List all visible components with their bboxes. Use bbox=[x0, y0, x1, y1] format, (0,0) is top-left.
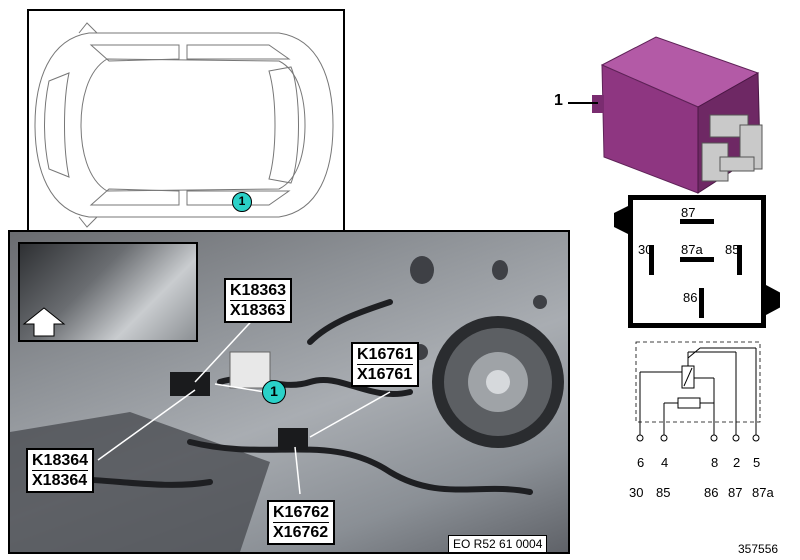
pinout-tab-left bbox=[614, 206, 628, 234]
pin-name-86: 86 bbox=[704, 485, 719, 500]
terminal-number-4: 4 bbox=[661, 455, 669, 470]
vehicle-outline bbox=[34, 22, 334, 228]
location-callout-1: 1 bbox=[232, 192, 252, 212]
label-x18364: X18364 bbox=[32, 470, 89, 489]
part-leader-line bbox=[568, 102, 598, 104]
label-k16762: K16762 bbox=[273, 504, 330, 521]
pin-87a bbox=[680, 257, 714, 262]
pin-label-86: 86 bbox=[683, 290, 698, 305]
vehicle-location-inset: 1 bbox=[27, 9, 345, 241]
label-x16761: X16761 bbox=[357, 364, 414, 383]
door-handle-inset-photo bbox=[18, 242, 198, 342]
installation-photo: K18363 X18363 K16761 X16761 K18364 X1836… bbox=[8, 230, 570, 554]
pin-30 bbox=[649, 245, 654, 275]
relay-photo bbox=[592, 36, 763, 194]
terminal-number-5: 5 bbox=[753, 455, 761, 470]
label-x18363: X18363 bbox=[230, 300, 287, 319]
relay-pinout-diagram: 87 30 87a 85 86 bbox=[628, 195, 766, 328]
pin-name-87: 87 bbox=[728, 485, 743, 500]
pin-87 bbox=[680, 219, 714, 224]
part-number-label: 1 bbox=[554, 92, 563, 109]
door-panel-illustration bbox=[10, 256, 564, 552]
terminal-number-8: 8 bbox=[711, 455, 719, 470]
pinout-tab-right bbox=[766, 285, 780, 315]
pin-name-85: 85 bbox=[656, 485, 671, 500]
pin-86 bbox=[699, 288, 704, 318]
label-k18363: K18363 bbox=[230, 282, 287, 299]
relay-location-callout-1: 1 bbox=[262, 380, 286, 404]
label-k16761-x16761: K16761 X16761 bbox=[351, 342, 420, 387]
label-k18364-x18364: K18364 X18364 bbox=[26, 448, 95, 493]
eo-reference: EO R52 61 0004 bbox=[448, 535, 548, 553]
pin-name-87a: 87a bbox=[752, 485, 774, 500]
label-k18363-x18363: K18363 X18363 bbox=[224, 278, 293, 323]
pin-label-87a: 87a bbox=[681, 242, 703, 257]
label-k18364: K18364 bbox=[32, 452, 89, 469]
terminal-number-2: 2 bbox=[733, 455, 741, 470]
pin-label-87: 87 bbox=[681, 205, 696, 220]
pin-name-30: 30 bbox=[629, 485, 644, 500]
pin-85 bbox=[737, 245, 742, 275]
document-number: 357556 bbox=[738, 542, 779, 556]
pin-label-85: 85 bbox=[725, 242, 740, 257]
pin-label-30: 30 bbox=[638, 242, 653, 257]
label-k16762-x16762: K16762 X16762 bbox=[267, 500, 336, 545]
relay-schematic bbox=[635, 341, 761, 442]
terminal-number-6: 6 bbox=[637, 455, 645, 470]
label-k16761: K16761 bbox=[357, 346, 414, 363]
label-x16762: X16762 bbox=[273, 522, 330, 541]
inset-arrow bbox=[22, 307, 66, 337]
